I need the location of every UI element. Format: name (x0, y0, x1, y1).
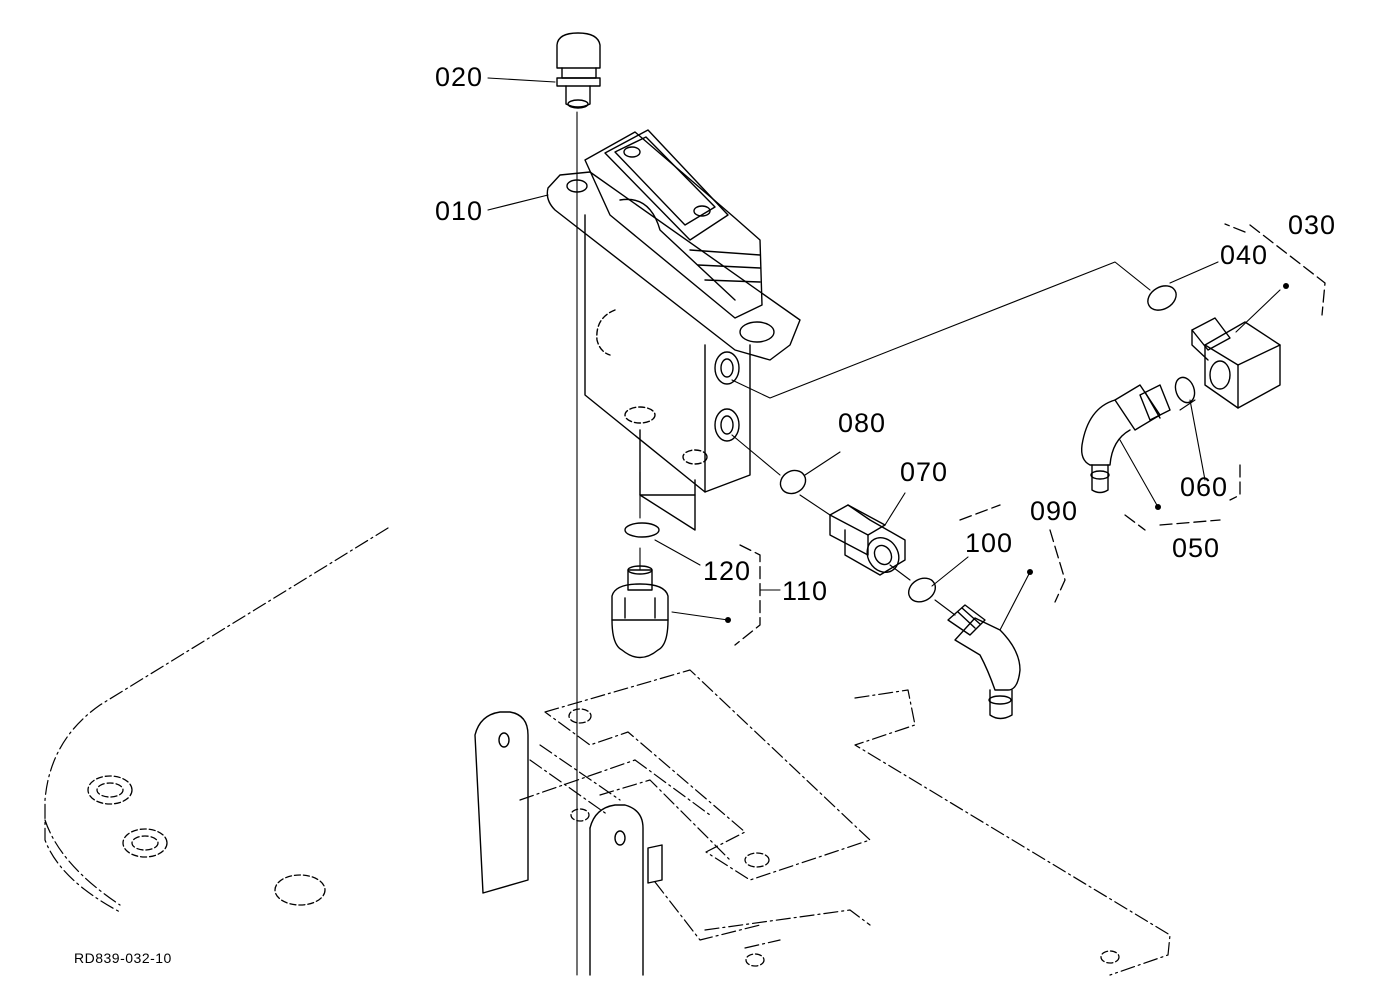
callout-070: 070 (900, 457, 949, 487)
callout-010: 010 (435, 196, 484, 226)
part-030-elbow-block (1192, 318, 1280, 408)
drawing-id: RD839-032-10 (74, 950, 172, 966)
part-010-valve-body (547, 130, 800, 530)
callout-100: 100 (965, 528, 1014, 558)
part-040-oring (1144, 281, 1181, 315)
part-100-oring (904, 573, 939, 606)
callout-060: 060 (1180, 472, 1229, 502)
callout-090: 090 (1030, 496, 1079, 526)
base-plate-phantom (45, 528, 1170, 975)
part-110-fitting (612, 566, 668, 658)
part-090-elbow (948, 605, 1020, 719)
callout-030: 030 (1288, 210, 1337, 240)
part-050-elbow (1082, 385, 1170, 493)
part-120-oring (625, 523, 659, 537)
callout-020: 020 (435, 62, 484, 92)
callout-120: 120 (703, 556, 752, 586)
part-060-oring (1172, 375, 1198, 406)
bracket-uprights (475, 712, 662, 975)
callout-080: 080 (838, 408, 887, 438)
leader-dots (725, 283, 1289, 623)
plate-holes (88, 709, 1119, 966)
leader-lines (488, 78, 1280, 630)
callout-040: 040 (1220, 240, 1269, 270)
callout-110: 110 (782, 576, 829, 606)
callout-050: 050 (1172, 533, 1221, 563)
assembly-axis-lines (577, 112, 640, 975)
assembly-brackets (735, 224, 1325, 645)
part-080-oring (776, 466, 810, 498)
part-020-cap (557, 33, 600, 108)
